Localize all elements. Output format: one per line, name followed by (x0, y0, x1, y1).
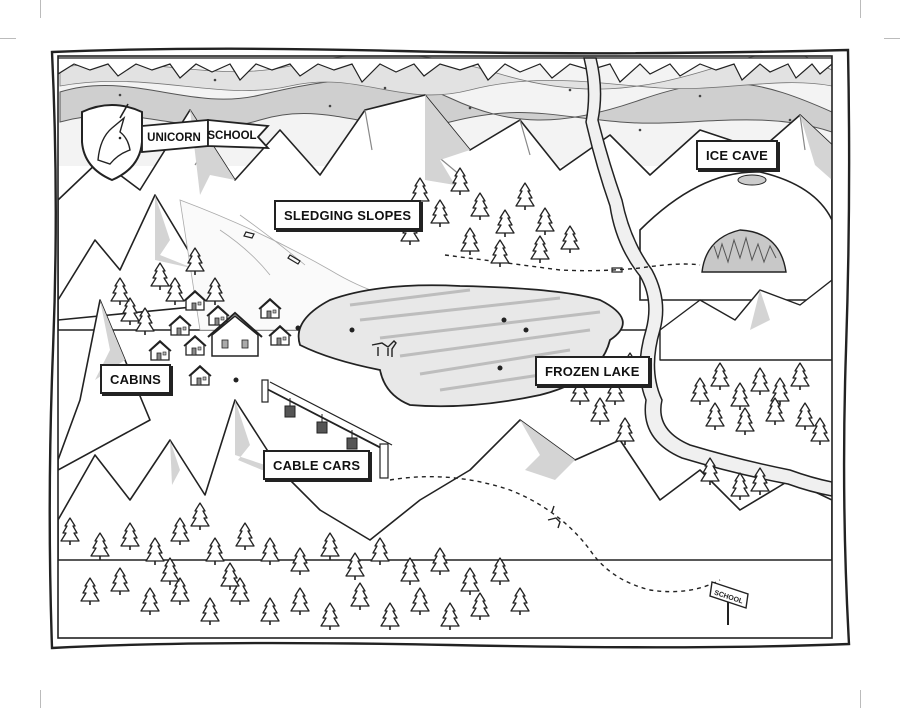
sled-icon (243, 231, 623, 273)
ice-cave-entrance (701, 229, 787, 273)
rider-on-path (547, 505, 561, 529)
crop-mark (884, 38, 900, 39)
banner-word-school: SCHOOL (207, 130, 256, 142)
star-icon (118, 78, 792, 132)
crop-mark (40, 0, 41, 18)
unicorn-on-ice (371, 340, 397, 357)
label-ice-cave: ICE CAVE (696, 140, 779, 170)
crop-mark (40, 690, 41, 708)
cable-car-icon (284, 398, 358, 450)
crop-mark (860, 0, 861, 18)
label-cabins: CABINS (100, 364, 172, 394)
banner-ribbon: UNICORN SCHOOL (141, 119, 271, 153)
label-frozen-lake: FROZEN LAKE (535, 356, 650, 386)
crop-mark (860, 690, 861, 708)
banner-word-unicorn: UNICORN (147, 132, 201, 144)
skater (233, 317, 529, 383)
unicorn-crest-icon (81, 103, 143, 182)
label-sledging-slopes: SLEDGING SLOPES (274, 200, 422, 230)
lodge (207, 311, 263, 357)
mountain-range-right (659, 279, 832, 361)
label-cable-cars: CABLE CARS (263, 450, 371, 480)
crop-mark (0, 38, 16, 39)
